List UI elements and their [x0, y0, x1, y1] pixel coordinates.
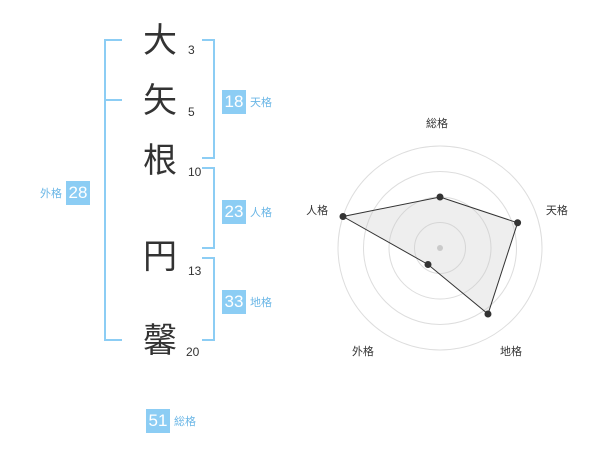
- stroke-count-2: 5: [188, 105, 195, 119]
- name-char-6: 馨: [143, 321, 177, 361]
- jinkaku-score: 23: [222, 200, 246, 224]
- radar-point-2: [514, 219, 522, 227]
- jinkaku-bracket: [202, 167, 215, 249]
- stroke-count-5: 13: [188, 264, 202, 278]
- name-char-1: 大: [143, 21, 177, 61]
- radar-axis-label-4: 外格: [351, 344, 374, 358]
- stroke-count-3: 10: [188, 165, 202, 179]
- chikaku-label: 地格: [250, 296, 272, 309]
- chikaku-score: 33: [222, 290, 246, 314]
- chikaku-bracket: [202, 257, 215, 341]
- radar-ring-1: [414, 222, 466, 274]
- gaikaku-badge: 28 外格: [40, 181, 90, 205]
- chikaku-badge: 33 地格: [222, 290, 272, 314]
- soukaku-label: 総格: [174, 415, 196, 428]
- gaikaku-bracket: [104, 39, 122, 341]
- radar-point-5: [339, 212, 347, 220]
- radar-ring-3: [363, 171, 517, 325]
- gaikaku-label: 外格: [40, 187, 62, 200]
- radar-series-polygon: [341, 196, 519, 315]
- radar-axis-label-1: 総格: [426, 117, 448, 130]
- tenkaku-bracket: [202, 39, 215, 159]
- gaikaku-score: 28: [66, 181, 90, 205]
- tenkaku-badge: 18 天格: [222, 90, 272, 114]
- radar-point-1: [436, 193, 444, 201]
- radar-axis-label-3: 地格: [500, 344, 523, 358]
- radar-axis-label-5: 人格: [306, 204, 329, 218]
- tenkaku-label: 天格: [250, 96, 272, 109]
- jinkaku-badge: 23 人格: [222, 200, 272, 224]
- stroke-count-6: 20: [186, 345, 200, 359]
- name-char-3: 根: [143, 141, 177, 181]
- stroke-count-1: 3: [188, 43, 195, 57]
- radar-ring-4: [337, 145, 543, 351]
- jinkaku-label: 人格: [250, 206, 272, 219]
- tenkaku-score: 18: [222, 90, 246, 114]
- name-char-2: 矢: [143, 81, 177, 121]
- soukaku-badge: 51 総格: [146, 409, 196, 433]
- radar-point-4: [424, 261, 432, 269]
- radar-axis-label-2: 天格: [545, 204, 568, 218]
- radar-point-3: [484, 310, 492, 318]
- radar-center-dot: [437, 245, 443, 251]
- soukaku-score: 51: [146, 409, 170, 433]
- name-char-5: 円: [143, 237, 177, 277]
